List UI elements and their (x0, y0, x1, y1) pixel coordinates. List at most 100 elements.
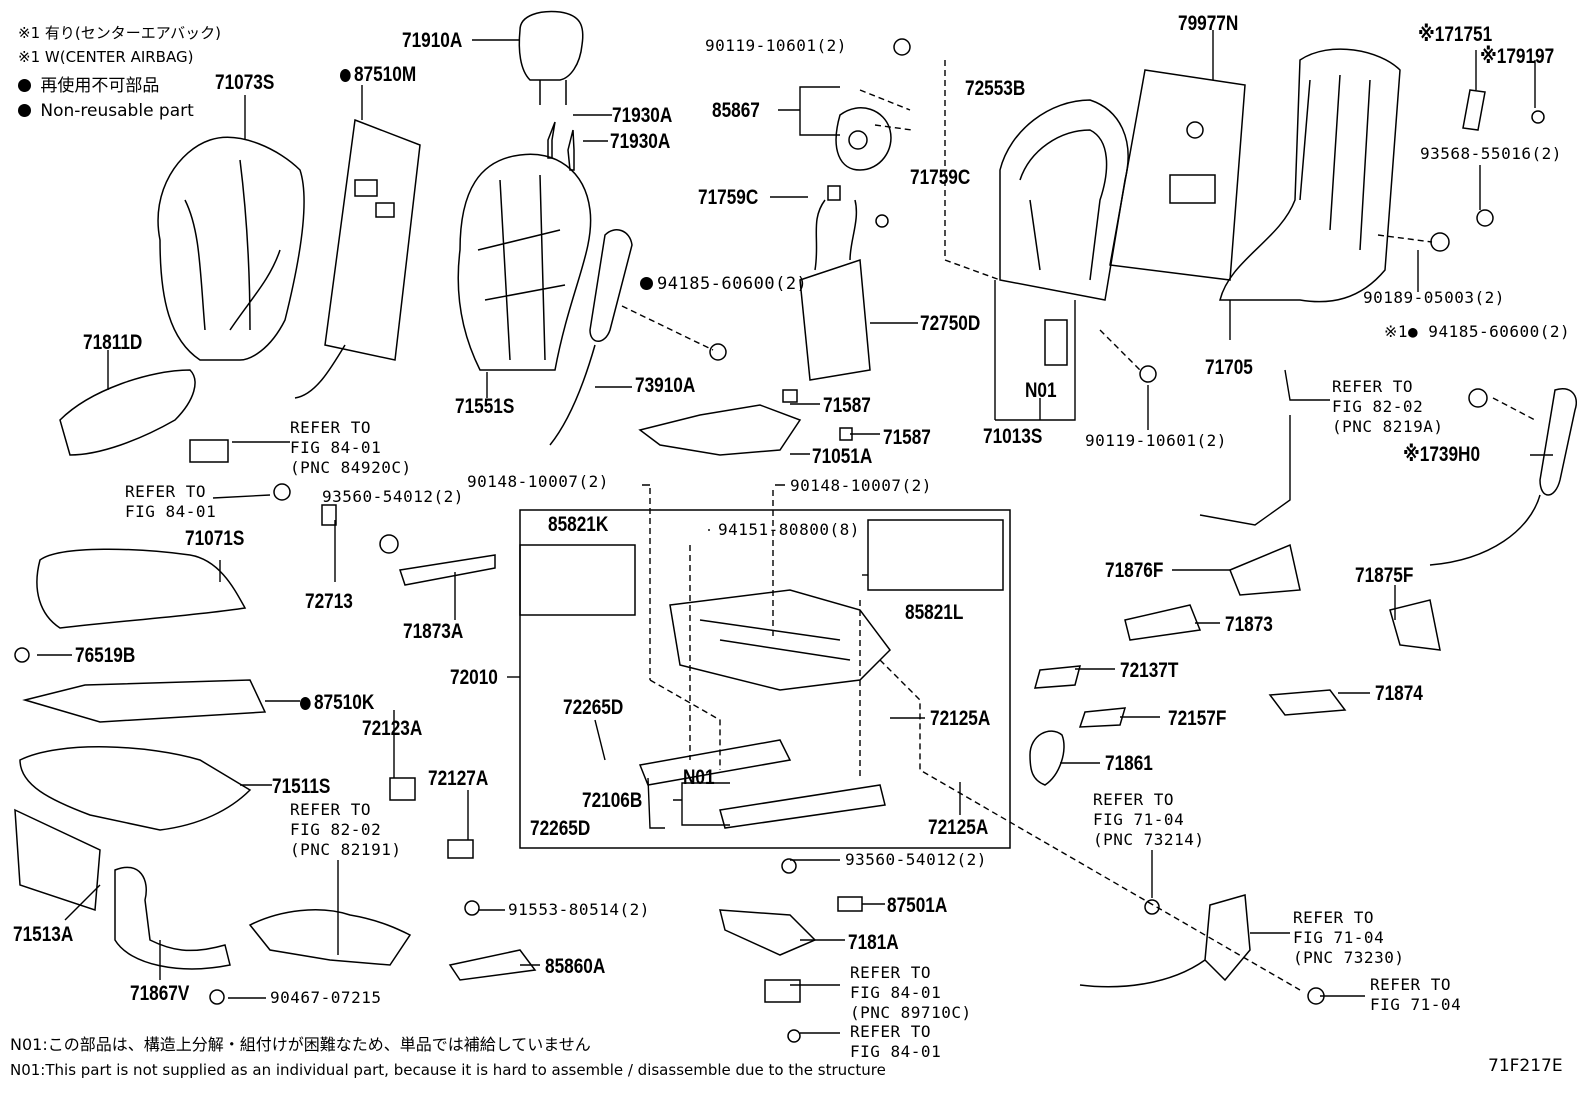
part-71811D[interactable]: 71811D (83, 331, 143, 354)
part-73910A[interactable]: 73910A (635, 374, 696, 397)
back-board-shape (1109, 69, 1246, 281)
part-87510K-text: 87510K (313, 691, 375, 714)
non-reusable-dot-icon (18, 104, 31, 117)
switch-85860A-shape (448, 949, 537, 981)
part-79197[interactable]: ※179197 (1480, 45, 1555, 68)
part-76519B[interactable]: 76519B (75, 644, 136, 667)
part-71759C-right[interactable]: 71759C (910, 166, 971, 189)
non-reusable-dot-icon (18, 79, 31, 92)
part-72123A[interactable]: 72123A (362, 717, 423, 740)
part-72125A-upper[interactable]: 72125A (930, 707, 991, 730)
part-71071S[interactable]: 71071S (185, 527, 245, 550)
part-72553B[interactable]: 72553B (965, 77, 1026, 100)
part-72265D-upper[interactable]: 72265D (563, 696, 624, 719)
part-71873A[interactable]: 71873A (403, 620, 464, 643)
part-71930A-upper[interactable]: 71930A (612, 104, 673, 127)
part-71910A[interactable]: 71910A (402, 29, 463, 52)
part-94185-60600-left[interactable]: 94185-60600(2) (640, 276, 807, 293)
part-87510K[interactable]: 87510K (300, 692, 374, 713)
seatbelt-buckle-shape (1204, 894, 1251, 982)
part-72157F[interactable]: 72157F (1168, 707, 1227, 730)
part-71013S[interactable]: 71013S (983, 425, 1043, 448)
part-79977N[interactable]: 79977N (1178, 12, 1239, 35)
side-cover-71873-shape (1124, 604, 1202, 641)
part-71876F[interactable]: 71876F (1105, 559, 1164, 582)
refer-fig-71-04[interactable]: REFER TO FIG 71-04 (1370, 975, 1462, 1014)
part-71587-upper[interactable]: 71587 (823, 394, 871, 417)
part-71867V[interactable]: 71867V (130, 982, 190, 1005)
part-72106B[interactable]: 72106B (582, 789, 643, 812)
part-85867[interactable]: 85867 (712, 99, 760, 122)
side-airbag-shape (589, 229, 633, 342)
refer-fig-82-02-8219A[interactable]: REFER TO FIG 82-02 (PNC 8219A) (1332, 377, 1444, 436)
part-87510M-text: 87510M (353, 63, 417, 86)
side-cover-71875F-shape (1389, 599, 1441, 651)
part-72125A-lower[interactable]: 72125A (928, 816, 989, 839)
non-reusable-dot-icon (300, 697, 311, 710)
legend-line-4-text: Non-reusable part (40, 101, 194, 121)
part-90148-10007-right[interactable]: 90148-10007(2) (790, 476, 932, 495)
refer-fig-84-01-89710C[interactable]: REFER TO FIG 84-01 (PNC 89710C) (850, 963, 972, 1022)
part-94185-60600-left-text: 94185-60600(2) (657, 274, 808, 294)
part-72750D[interactable]: 72750D (920, 312, 981, 335)
front-panel-shape (14, 808, 101, 912)
part-90119-10601-top[interactable]: 90119-10601(2) (705, 36, 847, 55)
part-71930A-lower[interactable]: 71930A (610, 130, 671, 153)
part-87510M[interactable]: 87510M (340, 64, 416, 85)
refer-fig-84-01-84920C[interactable]: REFER TO FIG 84-01 (PNC 84920C) (290, 418, 412, 477)
part-71874[interactable]: 71874 (1375, 682, 1423, 705)
part-739H0[interactable]: ※1739H0 (1403, 443, 1481, 466)
part-85821K[interactable]: 85821K (548, 513, 609, 536)
bracket-71874-shape (1268, 689, 1347, 716)
recliner-part-shape (835, 107, 892, 171)
part-93560-54012-lower[interactable]: 93560-54012(2) (845, 850, 987, 869)
part-71051A[interactable]: 71051A (812, 445, 873, 468)
part-N01-lower[interactable]: N01 (683, 766, 715, 789)
part-90148-10007-left[interactable]: 90148-10007(2) (467, 472, 609, 491)
part-90467-07215[interactable]: 90467-07215 (270, 988, 382, 1007)
part-71073S[interactable]: 71073S (215, 71, 275, 94)
recliner-cover-shape (1029, 730, 1065, 786)
part-85821L[interactable]: 85821L (905, 601, 964, 624)
part-71759C-left[interactable]: 71759C (698, 186, 759, 209)
part-94185-60600-right[interactable]: ※1● 94185-60600(2) (1384, 322, 1571, 341)
refer-fig-71-04-73230[interactable]: REFER TO FIG 71-04 (PNC 73230) (1293, 908, 1405, 967)
part-85860A[interactable]: 85860A (545, 955, 606, 978)
part-71551S[interactable]: 71551S (455, 395, 515, 418)
refer-fig-82-02-82191[interactable]: REFER TO FIG 82-02 (PNC 82191) (290, 800, 402, 859)
legend-line-3: 再使用不可部品 (18, 78, 159, 95)
part-90189-05003[interactable]: 90189-05003(2) (1363, 288, 1505, 307)
part-93560-54012-upper[interactable]: 93560-54012(2) (322, 487, 464, 506)
part-71873[interactable]: 71873 (1225, 613, 1273, 636)
part-71861[interactable]: 71861 (1105, 752, 1153, 775)
figure-id: 71F217E (1488, 1056, 1563, 1076)
part-72127A[interactable]: 72127A (428, 767, 489, 790)
part-91553-80514[interactable]: 91553-80514(2) (508, 900, 650, 919)
part-71511S[interactable]: 71511S (272, 775, 331, 798)
part-72713[interactable]: 72713 (305, 590, 353, 613)
part-71513A[interactable]: 71513A (13, 923, 74, 946)
part-90119-10601-mid[interactable]: 90119-10601(2) (1085, 431, 1227, 450)
refer-fig-84-01-a[interactable]: REFER TO FIG 84-01 (125, 482, 217, 521)
part-72137T[interactable]: 72137T (1120, 659, 1179, 682)
part-71705[interactable]: 71705 (1205, 356, 1253, 379)
part-N01-upper[interactable]: N01 (1025, 379, 1057, 402)
footnote-en: N01:This part is not supplied as an indi… (10, 1061, 886, 1079)
part-71875F[interactable]: 71875F (1355, 564, 1414, 587)
part-93568-55016[interactable]: 93568-55016(2) (1420, 144, 1562, 163)
part-71587-lower[interactable]: 71587 (883, 426, 931, 449)
refer-fig-84-01-b[interactable]: REFER TO FIG 84-01 (850, 1022, 942, 1061)
refer-fig-71-04-73214[interactable]: REFER TO FIG 71-04 (PNC 73214) (1093, 790, 1205, 849)
seatback-main-frame-shape (999, 99, 1129, 301)
part-72265D-lower[interactable]: 72265D (530, 817, 591, 840)
part-7181A[interactable]: 7181A (848, 931, 899, 954)
part-72010[interactable]: 72010 (450, 666, 498, 689)
part-94151-80800[interactable]: 94151-80800(8) (718, 520, 860, 539)
legend-line-4: Non-reusable part (18, 103, 194, 120)
lumbar-support-shape (799, 258, 871, 381)
cushion-heater-shape (22, 679, 267, 723)
part-71751[interactable]: ※171751 (1418, 23, 1493, 46)
part-87501A[interactable]: 87501A (887, 894, 948, 917)
